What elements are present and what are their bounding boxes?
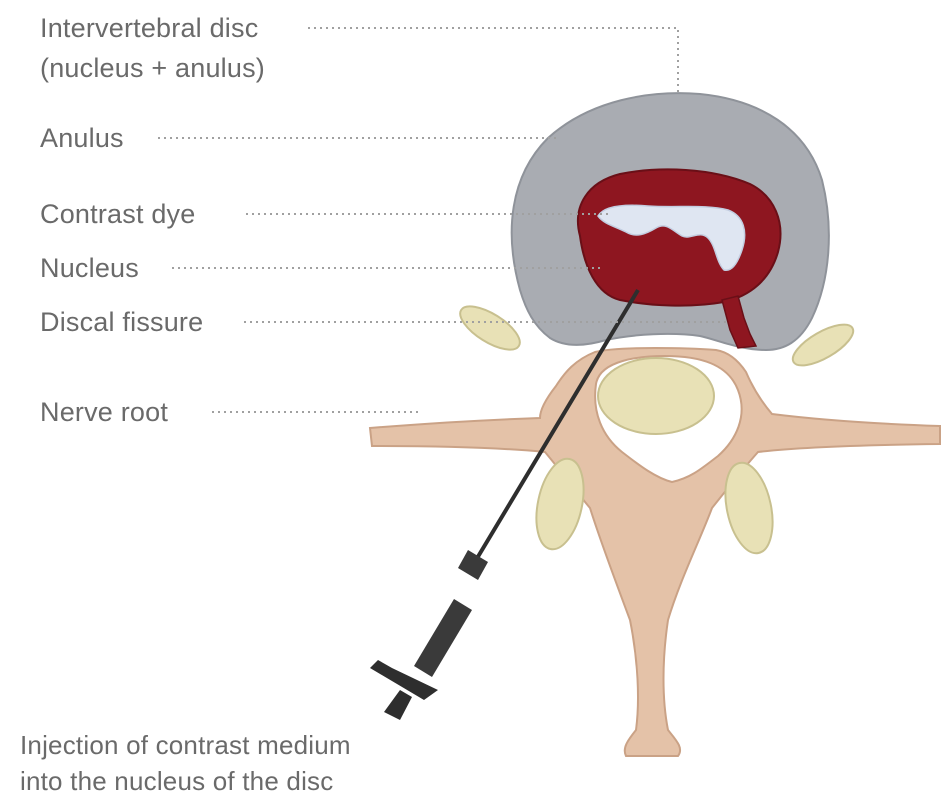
label-intervertebral-disc-sub: (nucleus + anulus) bbox=[40, 52, 265, 84]
syringe-hub bbox=[458, 550, 488, 580]
label-intervertebral-disc: Intervertebral disc bbox=[40, 12, 258, 44]
label-discal-fissure: Discal fissure bbox=[40, 306, 203, 338]
intervertebral-disc bbox=[512, 93, 829, 350]
syringe-barrel bbox=[414, 599, 472, 677]
label-contrast-dye: Contrast dye bbox=[40, 198, 195, 230]
caption-line-1: Injection of contrast medium bbox=[20, 730, 351, 761]
label-anulus: Anulus bbox=[40, 122, 124, 154]
facet-joint-left-upper bbox=[454, 298, 527, 358]
nucleus bbox=[578, 169, 781, 305]
syringe-plunger bbox=[384, 690, 412, 720]
spinal-cord bbox=[598, 358, 714, 434]
label-nerve-root: Nerve root bbox=[40, 396, 168, 428]
label-nucleus: Nucleus bbox=[40, 252, 139, 284]
caption-line-2: into the nucleus of the disc bbox=[20, 766, 333, 797]
leader-intervertebral-disc bbox=[308, 28, 678, 92]
vertebra bbox=[370, 348, 940, 756]
